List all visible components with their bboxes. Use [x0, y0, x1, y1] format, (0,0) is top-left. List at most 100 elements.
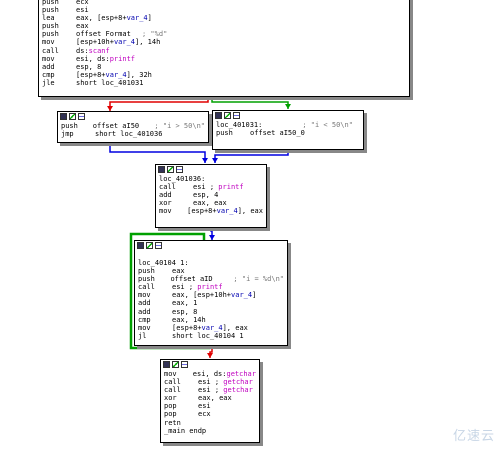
operand[interactable]: eax [172, 267, 185, 276]
operand[interactable]: eax, eax [198, 394, 232, 403]
instruction-line[interactable]: add eax, 1 [138, 299, 284, 307]
instruction-line[interactable]: add esp, 4 [159, 191, 263, 199]
operand[interactable]: short loc_401031 [76, 78, 144, 87]
mnemonic[interactable]: add [159, 191, 172, 200]
block-color-icon[interactable] [137, 242, 144, 249]
graph-icon[interactable] [146, 242, 153, 249]
code-block-loc-401031[interactable]: loc_401031:; "i < 50\n"push offset aI50_0 [212, 110, 364, 150]
mnemonic[interactable]: mov [164, 370, 177, 378]
operand[interactable]: esp, 8 [76, 62, 102, 71]
instruction-line[interactable]: mov[esp+10h+var_4], 14h [42, 38, 406, 46]
instruction-line[interactable]: jl short loc_40104 1 [138, 332, 284, 340]
mnemonic[interactable]: cmp [138, 315, 151, 324]
label-text[interactable]: loc_401031: [216, 121, 263, 129]
operand[interactable]: esi [198, 402, 211, 411]
collapse-icon[interactable] [176, 166, 183, 173]
instruction-line[interactable]: jmp short loc_401036 [61, 130, 205, 138]
mnemonic[interactable]: call [42, 46, 59, 55]
operand[interactable]: eax, eax [193, 199, 227, 208]
mnemonic[interactable]: push [42, 22, 59, 31]
operand[interactable]: esi [76, 6, 89, 15]
operand[interactable]: [esp+8+var_4], 32h [76, 70, 152, 79]
collapse-icon[interactable] [233, 112, 240, 119]
code-label[interactable]: loc_401031:; "i < 50\n" [216, 121, 360, 129]
code-block-loc-401036[interactable]: loc_401036:call esi ; printf add esp, 4 xor e… [155, 164, 267, 228]
instruction-line[interactable]: push offset aI50_0 [216, 129, 360, 137]
instruction-line[interactable]: mov[esp+8+var_4], eax [138, 324, 284, 332]
operand[interactable]: esi, ds:getchar [192, 370, 256, 378]
operand[interactable]: esp, 4 [193, 191, 219, 200]
operand[interactable]: eax, 1 [172, 299, 198, 308]
operand[interactable]: esi, ds:printf [76, 54, 136, 63]
operand[interactable]: eax, [esp+10h+var_4] [172, 291, 257, 300]
operand[interactable]: ecx [76, 0, 89, 6]
mnemonic[interactable]: xor [159, 199, 172, 208]
mnemonic[interactable]: call [164, 386, 181, 395]
instruction-line[interactable]: xor eax, eax [159, 199, 263, 207]
mnemonic[interactable]: pop [164, 410, 177, 419]
mnemonic[interactable]: push [61, 122, 78, 130]
graph-icon[interactable] [69, 113, 76, 120]
instruction-line[interactable]: mov [esp+8+var_4], eax [159, 207, 263, 215]
mnemonic[interactable]: cmp [42, 70, 55, 79]
operand[interactable]: ds:scanf [76, 46, 110, 55]
block-color-icon[interactable] [60, 113, 67, 120]
mnemonic[interactable]: push [216, 129, 233, 138]
instruction-line[interactable]: xor eax, eax [164, 394, 256, 402]
graph-icon[interactable] [224, 112, 231, 119]
collapse-icon[interactable] [78, 113, 85, 120]
mnemonic[interactable]: call [159, 183, 176, 192]
operand[interactable]: short loc_40104 1 [172, 331, 244, 340]
block-color-icon[interactable] [215, 112, 222, 119]
mnemonic[interactable]: jl [138, 331, 147, 340]
operand[interactable]: esi ; getchar [198, 378, 253, 387]
instruction-line[interactable]: cmp [esp+8+var_4], 32h [42, 71, 406, 79]
block-color-icon[interactable] [158, 166, 165, 173]
mnemonic[interactable]: mov [138, 323, 151, 332]
label-text[interactable]: loc_401036: [159, 175, 206, 183]
operand[interactable]: ecx [198, 410, 211, 419]
instruction-line[interactable]: retn [164, 419, 256, 427]
instruction-line[interactable]: cmp eax, 14h [138, 316, 284, 324]
collapse-icon[interactable] [181, 361, 188, 368]
instruction-line[interactable]: call esi ; printf [159, 183, 263, 191]
operand[interactable]: eax [76, 22, 89, 31]
mnemonic[interactable]: lea [42, 14, 55, 23]
mnemonic[interactable]: add [138, 299, 151, 308]
mnemonic[interactable]: mov [159, 207, 172, 216]
operand[interactable]: offset aID [170, 275, 213, 284]
mnemonic[interactable]: xor [164, 394, 177, 403]
mnemonic[interactable]: retn [164, 418, 181, 427]
instruction-line[interactable]: call esi ; getchar [164, 386, 256, 394]
instruction-line[interactable]: _main endp [164, 427, 256, 435]
block-color-icon[interactable] [163, 361, 170, 368]
operand[interactable]: [esp+8+var_4], eax [187, 207, 263, 216]
operand[interactable]: esi ; getchar [198, 386, 253, 395]
operand[interactable]: offset Format [76, 30, 131, 39]
graph-icon[interactable] [172, 361, 179, 368]
mnemonic[interactable]: call [138, 283, 155, 292]
mnemonic[interactable]: push [42, 30, 59, 39]
operand[interactable]: esi ; printf [193, 183, 244, 192]
operand[interactable]: offset aI50_0 [250, 129, 305, 138]
operand[interactable]: eax, 14h [172, 315, 206, 324]
mnemonic[interactable]: push [42, 0, 59, 6]
mnemonic[interactable]: jmp [61, 130, 74, 139]
graph-icon[interactable] [167, 166, 174, 173]
operand[interactable]: short loc_401036 [95, 130, 163, 139]
label-text[interactable]: loc_40104 1: [138, 259, 189, 267]
